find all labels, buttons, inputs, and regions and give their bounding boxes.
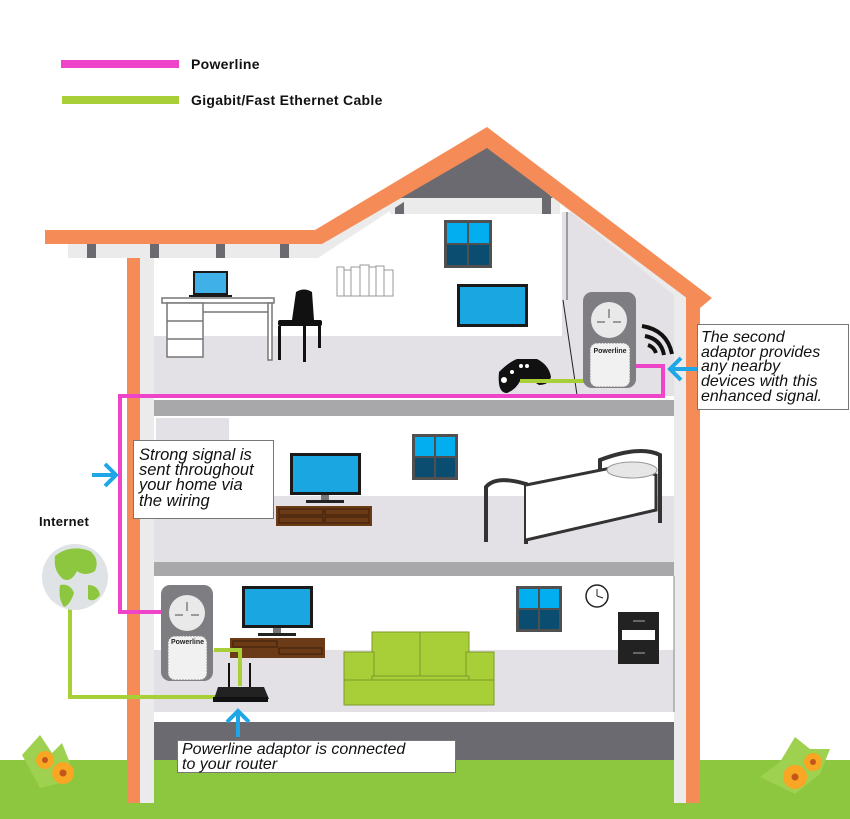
callout-line: Strong signal is [139,446,252,464]
desk [161,297,275,361]
callout-line: Powerline adaptor is connected [182,741,406,758]
chair [278,289,322,362]
legend-ethernet-label: Gigabit/Fast Ethernet Cable [191,92,383,108]
callout-second-adaptor: The second adaptor provides any nearby d… [697,324,849,410]
callout-line: the wiring [139,491,210,510]
house-right-wall [674,290,686,803]
arrow-icon-left [92,462,119,488]
adaptor-lower-label: Powerline [170,639,205,646]
house-right-wall-trim [686,295,700,803]
callout-line: enhanced signal. [701,387,822,405]
powerline-adaptor-lower [161,585,213,681]
callout-router: Powerline adaptor is connected to your r… [177,740,456,773]
legend-ethernet-swatch [62,96,179,104]
router [213,663,269,702]
laptop [189,271,232,297]
filing-cabinet [618,612,659,664]
tv-cabinet-ground [230,638,325,658]
callout-line: adaptor provides [701,343,821,361]
wall-clock [585,584,609,608]
ethernet-cable-adaptor [214,648,242,686]
sofa [343,631,495,706]
globe-icon [42,544,108,610]
ethernet-cable-internet [68,608,216,699]
callout-line: your home via [139,476,243,495]
callout-line: any nearby [701,358,781,376]
tv-cabinet-middle [276,506,372,526]
powerline-cable [118,364,665,614]
powerline-adaptor-upper [583,292,636,388]
legend-powerline-label: Powerline [191,56,260,72]
flower-left [22,735,74,788]
arrow-icon-upper-right [667,356,698,382]
flower-right [760,737,830,794]
game-controller [498,359,551,393]
tv-ground [242,586,313,636]
floor-slab-upper [154,400,674,416]
roof [45,127,712,308]
house-left-wall-trim [127,258,140,803]
window-ground [516,586,562,632]
window-middle [412,434,458,480]
tv-middle [290,453,361,503]
callout-line: sent throughout [139,461,254,480]
arrow-icon-router [225,708,251,737]
bed [484,449,662,544]
floor-slab-lower [154,562,674,576]
callout-line: The second [701,329,785,346]
legend-powerline-swatch [61,60,179,68]
bookshelf [336,264,394,297]
roof-gable [393,140,553,198]
adaptor-upper-label: Powerline [593,348,627,355]
wifi-icon [641,324,674,356]
callout-line: devices with this [701,373,818,391]
house-left-wall [140,258,154,803]
wall-tv [457,284,528,327]
internet-label: Internet [39,514,90,529]
window-attic [444,220,492,268]
callout-line: to your router [182,755,278,773]
callout-strong-signal: Strong signal is sent throughout your ho… [133,440,274,519]
